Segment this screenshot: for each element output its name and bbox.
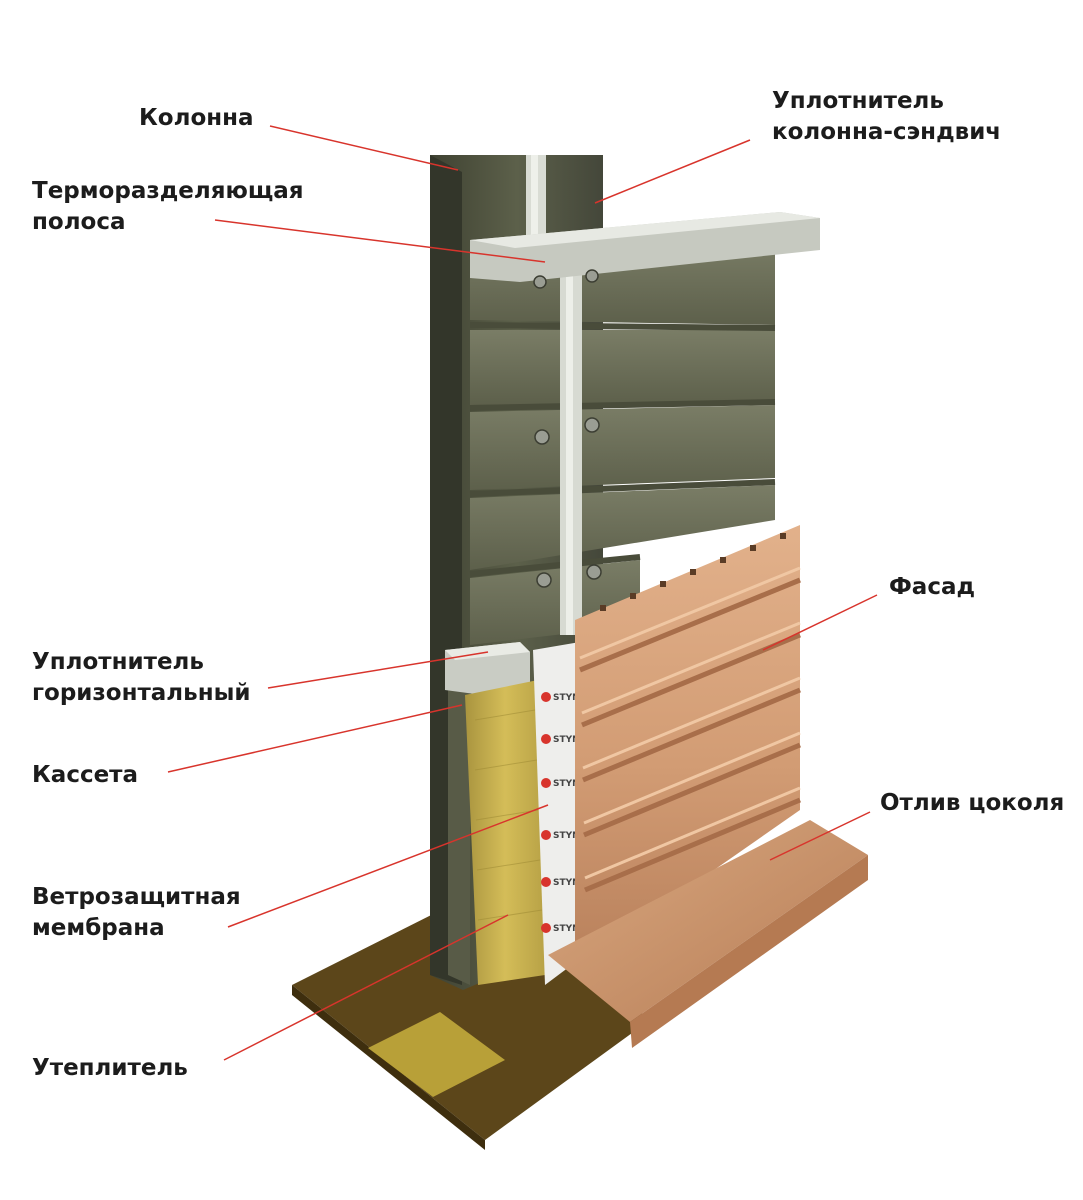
insulation-slab bbox=[465, 680, 545, 985]
label-seal-column-sandwich-line2: колонна-сэндвич bbox=[772, 119, 1002, 145]
leader-insulation bbox=[223, 914, 509, 1061]
label-column: Колонна bbox=[139, 105, 254, 131]
plinth-flashing-top bbox=[548, 820, 868, 1022]
facade-slots bbox=[600, 533, 786, 611]
insulation-texture bbox=[474, 709, 543, 921]
label-plinth-flashing: Отлив цоколя bbox=[880, 790, 1065, 816]
plinth-flashing-front bbox=[630, 855, 868, 1048]
wind-membrane bbox=[533, 642, 585, 985]
base-insulation-strip bbox=[368, 1012, 505, 1097]
label-thermal-strip: Терморазделяющая полоса bbox=[32, 176, 304, 238]
leader-seal-column-sandwich bbox=[594, 139, 751, 204]
leader-wind-membrane bbox=[227, 804, 549, 928]
leader-lines bbox=[167, 125, 878, 1061]
facade-corrugations bbox=[579, 577, 801, 893]
label-seal-column-sandwich-line1: Уплотнитель bbox=[772, 88, 944, 114]
leader-cassette bbox=[167, 704, 463, 773]
vertical-seal-highlight bbox=[566, 245, 573, 635]
leader-thermal-strip bbox=[214, 219, 546, 263]
label-seal-column-sandwich: Уплотнитель колонна-сэндвич bbox=[772, 86, 1001, 148]
thermal-strip-top-face bbox=[470, 212, 820, 248]
thermal-strip-bar bbox=[470, 212, 820, 282]
label-wind-membrane: Ветрозащитная мембрана bbox=[32, 882, 241, 944]
column-seal-highlight bbox=[531, 155, 538, 245]
label-seal-horizontal-line1: Уплотнитель bbox=[32, 649, 204, 675]
label-seal-horizontal: Уплотнитель горизонтальный bbox=[32, 647, 251, 709]
leader-plinth-flashing bbox=[769, 811, 871, 861]
leader-facade bbox=[762, 594, 878, 651]
facade-highlights bbox=[579, 566, 801, 880]
label-thermal-strip-line1: Терморазделяющая bbox=[32, 178, 304, 204]
label-facade: Фасад bbox=[889, 574, 976, 600]
label-thermal-strip-line2: полоса bbox=[32, 209, 126, 235]
bolts bbox=[533, 269, 602, 588]
leader-seal-horizontal bbox=[267, 651, 489, 689]
label-wind-membrane-line2: мембрана bbox=[32, 915, 165, 941]
base-slab-side bbox=[292, 985, 485, 1150]
label-cassette: Кассета bbox=[32, 762, 139, 788]
label-insulation: Утеплитель bbox=[32, 1055, 188, 1081]
leader-column bbox=[269, 125, 459, 171]
label-seal-horizontal-line2: горизонтальный bbox=[32, 680, 251, 706]
facade-panel bbox=[575, 525, 800, 960]
label-wind-membrane-line1: Ветрозащитная bbox=[32, 884, 241, 910]
